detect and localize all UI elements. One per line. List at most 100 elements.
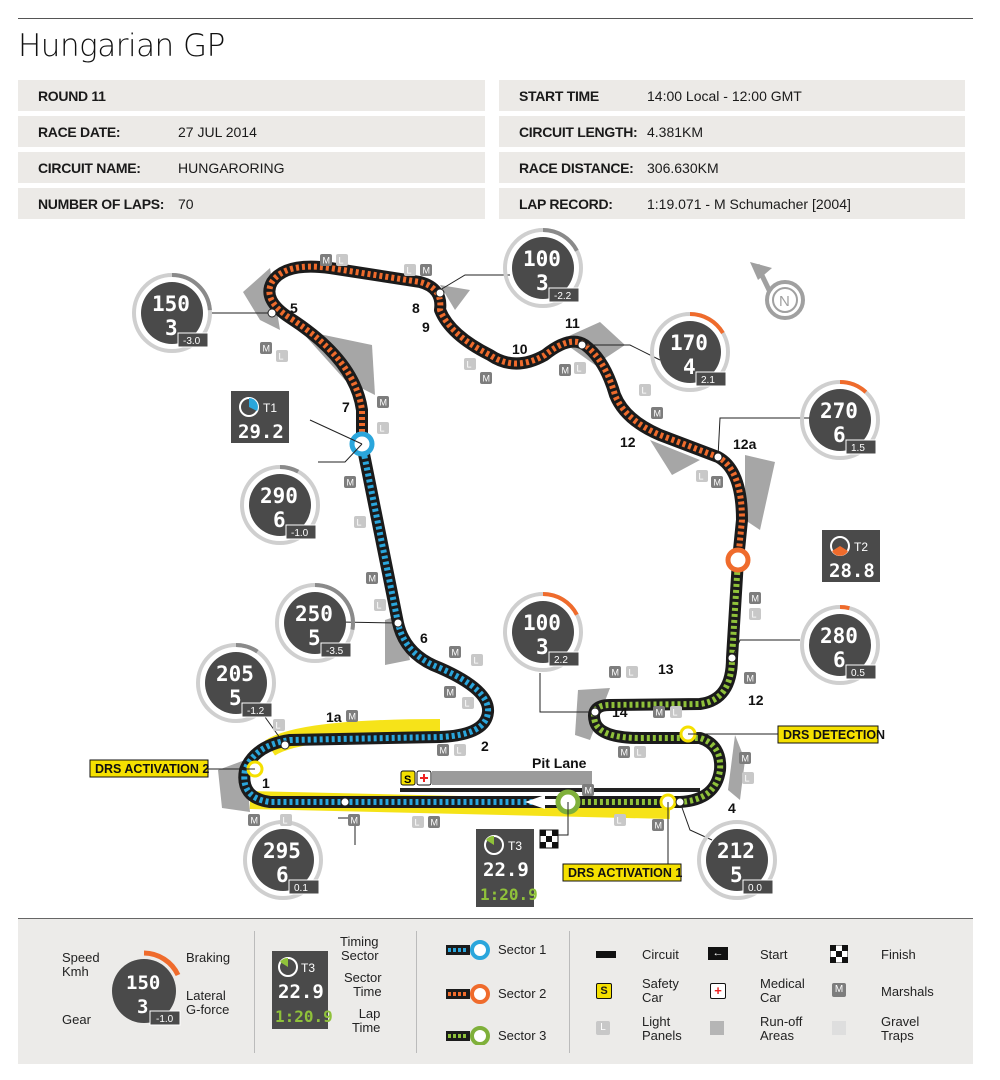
timing-box-t1: T1 29.2: [231, 391, 289, 443]
marshal-icon: M: [346, 710, 358, 722]
gauge-speed: 212: [717, 839, 755, 863]
svg-text:M: M: [612, 668, 620, 678]
gauge-gear: 5: [229, 686, 242, 710]
gauge-face: [205, 652, 267, 714]
gauge-face: [284, 592, 346, 654]
svg-text:M: M: [752, 594, 760, 604]
gauge-g-force: -1.0: [291, 528, 309, 539]
gauge-speed: 100: [523, 611, 561, 635]
turn-label: 6: [420, 630, 428, 646]
legend-start: Start: [760, 947, 788, 962]
gauge-g-force: 0.5: [851, 668, 865, 679]
medical-car-icon: +: [710, 983, 726, 999]
runoff-area: [650, 440, 700, 475]
info-value: 306.630KM: [647, 159, 719, 176]
marshal-icon: M: [711, 476, 723, 488]
svg-text:M: M: [431, 818, 439, 828]
info-value: 14:00 Local - 12:00 GMT: [647, 87, 802, 104]
svg-text:M: M: [654, 409, 662, 419]
gauge-speed: 205: [216, 662, 254, 686]
lateral-g-arc: [689, 312, 725, 335]
safety-car-icon: S: [400, 770, 416, 786]
light-panel-icon: L: [742, 772, 754, 784]
info-row-race-date: RACE DATE: 27 JUL 2014: [18, 116, 485, 147]
gauge-g-box: [845, 439, 877, 455]
light-panel-icon: L: [639, 384, 651, 396]
gauge-g-force: 0.1: [294, 883, 308, 894]
svg-text:L: L: [283, 816, 288, 826]
drs-label-detection: DRS DETECTION: [777, 725, 885, 744]
svg-text:L: L: [752, 610, 757, 620]
gauge-gear: 5: [730, 863, 743, 887]
timing-label: T3: [508, 839, 522, 853]
gauge-g-box: [695, 371, 727, 387]
turn-label: 8: [412, 300, 420, 316]
gauge-gear: 5: [308, 626, 321, 650]
gauge-gear: 6: [833, 648, 846, 672]
svg-text:M: M: [714, 478, 722, 488]
turn-label: 13: [658, 661, 674, 677]
legend-light-panels: Light Panels: [642, 1014, 682, 1043]
light-panel-icon: L: [634, 746, 646, 758]
info-key: RACE DATE:: [38, 123, 121, 140]
gauge-gear: 3: [536, 271, 549, 295]
info-row-circuit-name: CIRCUIT NAME: HUNGARORING: [18, 152, 485, 183]
gauge-speed: 100: [523, 247, 561, 271]
info-row-round: ROUND 11: [18, 80, 485, 111]
marshal-icon: M: [420, 264, 432, 276]
top-rule: [18, 18, 973, 19]
braking-arc: [279, 465, 300, 474]
gauge-g-force: 2.1: [701, 375, 715, 386]
gauge-face: [512, 601, 574, 663]
gauge-gear: 6: [273, 508, 286, 532]
svg-text:L: L: [474, 656, 479, 666]
medical-car-icon: [416, 770, 432, 786]
marshal-icon: M: [618, 746, 630, 758]
sector-time: 28.8: [829, 560, 875, 582]
light-panel-icon: L: [273, 719, 285, 731]
svg-text:L: L: [699, 472, 704, 482]
marshal-icon: M: [744, 672, 756, 684]
legend-panel: Speed Kmh Braking Lateral G-force Gear 1…: [18, 918, 973, 1064]
svg-text:M: M: [423, 266, 431, 276]
timing-box-t3: T3 22.9 1:20.9: [476, 829, 559, 907]
gauge-face: [512, 237, 574, 299]
svg-text:M: M: [656, 708, 664, 718]
legend-sector-time: 22.9: [278, 981, 324, 1003]
gauge-speed: 150: [152, 292, 190, 316]
info-row-circuit-length: CIRCUIT LENGTH: 4.381KM: [499, 116, 965, 147]
gauge-face: [659, 321, 721, 383]
svg-text:L: L: [339, 256, 344, 266]
turn-label: 11: [565, 315, 580, 331]
timing-box-t2: T2 28.8: [822, 530, 880, 582]
runoff-swatch-icon: [710, 1021, 724, 1035]
svg-text:M: M: [585, 786, 593, 796]
safety-car-letter: S: [404, 774, 411, 786]
turn-label: 9: [422, 319, 430, 335]
braking-arc: [171, 273, 212, 311]
legend-divider: [569, 931, 570, 1053]
svg-text:M: M: [351, 816, 359, 826]
marshal-icon: M: [559, 364, 571, 376]
lateral-g-arc: [839, 605, 850, 611]
legend-sector-1: Sector 1: [498, 942, 547, 957]
marshal-icon: M: [480, 372, 492, 384]
drs-activation-2-label: DRS ACTIVATION 2: [95, 762, 209, 776]
gauge-g-force: 1.5: [851, 443, 865, 454]
start-arrow-icon: [525, 795, 556, 809]
timing-label: T1: [263, 401, 277, 415]
gauge-speed: 295: [263, 839, 301, 863]
light-panel-icon: L: [276, 350, 288, 362]
svg-text:N: N: [779, 293, 790, 310]
svg-text:L: L: [617, 816, 622, 826]
gauge-face: [141, 282, 203, 344]
svg-text:L: L: [279, 352, 284, 362]
light-panel-icon: L: [354, 516, 366, 528]
turn-label: 14: [612, 704, 628, 720]
